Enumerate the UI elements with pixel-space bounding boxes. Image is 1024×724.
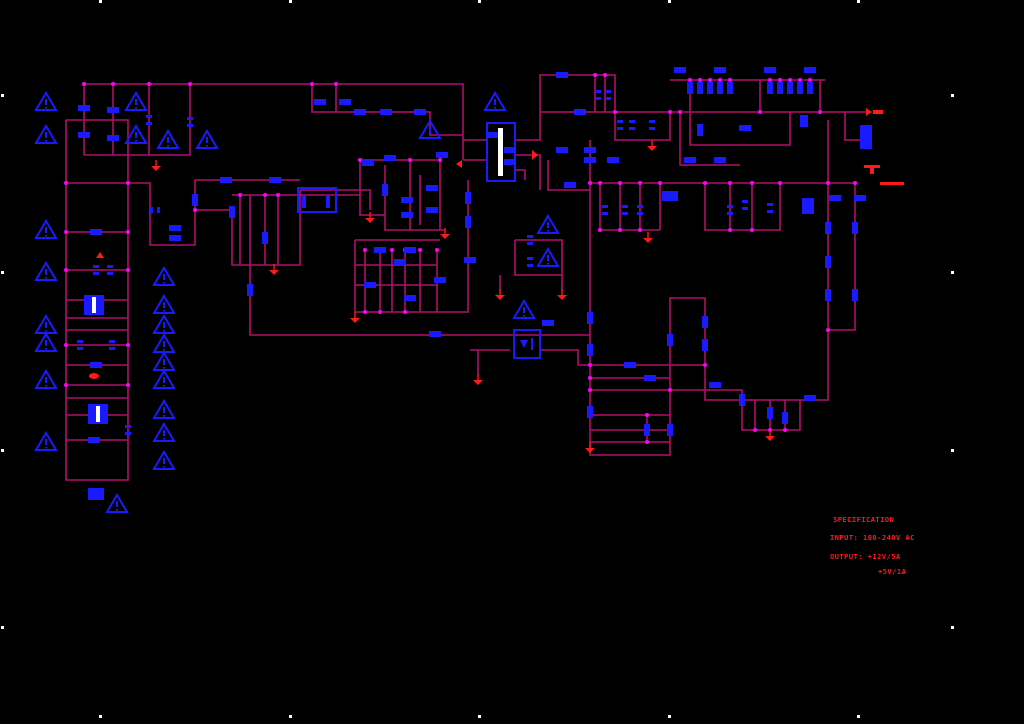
output-connector bbox=[860, 125, 872, 149]
pwm-controller-ic bbox=[297, 187, 337, 213]
warning-triangle-icons bbox=[35, 92, 559, 513]
wires bbox=[65, 74, 870, 481]
spec-output-1: OUTPUT: +12V/5A bbox=[830, 553, 901, 561]
border-ticks bbox=[1, 0, 954, 718]
spec-title: SPECIFICATION bbox=[833, 516, 895, 524]
components bbox=[77, 67, 872, 500]
red-arrow-icons bbox=[89, 108, 904, 379]
spec-input: INPUT: 100-240V AC bbox=[830, 534, 915, 542]
junction-dots bbox=[64, 73, 857, 444]
ground-symbol-icons bbox=[150, 139, 776, 454]
optocoupler bbox=[513, 329, 541, 359]
fuse-connector bbox=[88, 488, 104, 500]
spec-output-2: +5V/1A bbox=[878, 568, 907, 576]
